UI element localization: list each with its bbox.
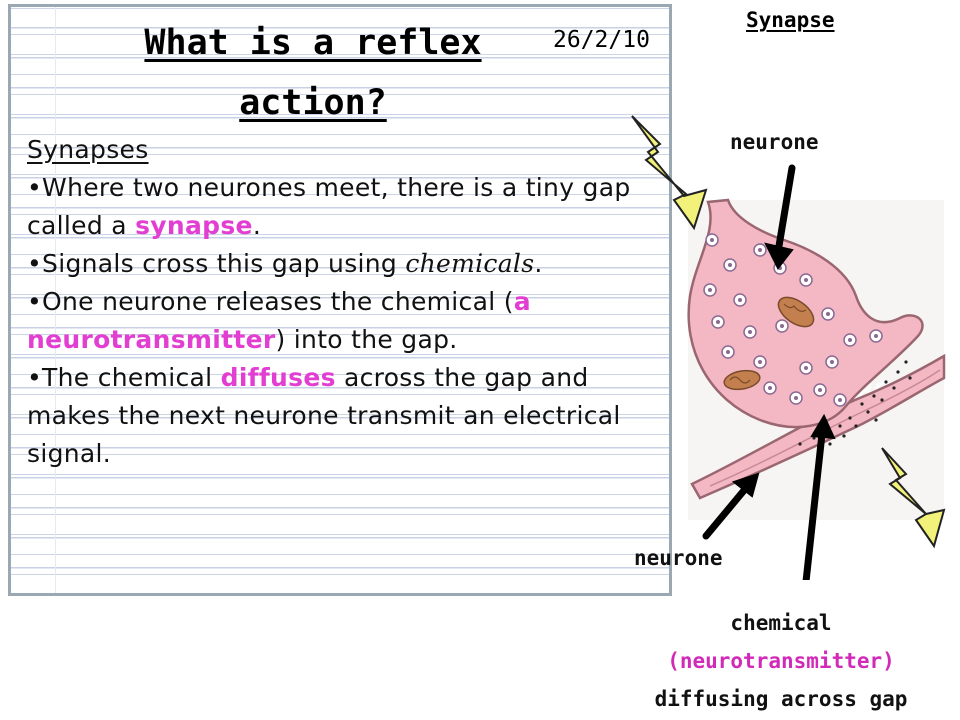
bullet-text: across the gap and makes the next neuron… <box>27 363 621 468</box>
bullet-synapse-definition: •Where two neurones meet, there is a tin… <box>27 169 667 245</box>
arrows <box>702 164 836 580</box>
bullet-text: . <box>534 249 543 278</box>
label-bottom-neurone: neurone <box>634 546 723 570</box>
highlight-synapse: synapse <box>135 211 253 240</box>
italic-chemicals: chemicals <box>405 249 535 278</box>
page-title: What is a reflex action? <box>144 23 482 123</box>
bullet-text: ) into the gap. <box>275 325 458 354</box>
caption-line-chemical: chemical <box>730 611 832 635</box>
neurotransmitter-dots <box>798 360 912 446</box>
mitochondrion-cristae <box>729 376 751 384</box>
date-label: 26/2/10 <box>553 27 650 53</box>
arrow-icon <box>731 472 760 498</box>
highlight-neurotransmitter: a neurotransmitter <box>27 287 531 354</box>
content-body: Synapses •Where two neurones meet, there… <box>27 131 667 473</box>
vesicles <box>703 233 883 407</box>
lightning-bolt-icon <box>631 115 708 231</box>
synapse-diagram: FOTOSEARCH <box>631 115 946 580</box>
arrow-icon <box>802 430 826 580</box>
bullet-signals-chemicals: •Signals cross this gap using chemicals. <box>27 245 667 283</box>
arrow-icon <box>810 413 836 440</box>
mitochondrion <box>777 296 815 328</box>
bullet-neurotransmitter-release: •One neurone releases the chemical (a ne… <box>27 283 667 359</box>
mitochondrion <box>723 369 761 391</box>
bullet-text: •Signals cross this gap using <box>27 249 406 278</box>
bullet-text: •The chemical <box>27 363 221 392</box>
highlight-diffuses: diffuses <box>220 363 336 392</box>
margin-line <box>55 7 56 593</box>
lightning-bolt-icon <box>881 447 946 549</box>
bullet-diffusion: •The chemical diffuses across the gap an… <box>27 359 667 473</box>
caption-line-diffusing: diffusing across gap <box>654 687 908 711</box>
bullet-text: •One neurone releases the chemical ( <box>27 287 514 316</box>
arrow-icon <box>702 484 750 540</box>
arrow-icon <box>764 242 794 270</box>
section-heading: Synapses <box>27 135 149 164</box>
membrane-inner-line <box>709 369 941 487</box>
vesicle-cores <box>708 238 878 402</box>
diagram-title: Synapse <box>746 8 835 32</box>
bullet-text: •Where two neurones meet, there is a tin… <box>27 173 631 240</box>
notebook-panel: What is a reflex action? 26/2/10 Synapse… <box>8 4 672 596</box>
bullet-text: . <box>252 211 262 240</box>
arrow-icon <box>774 164 796 256</box>
label-top-neurone: neurone <box>730 130 819 154</box>
ruled-lines <box>11 7 669 593</box>
diagram-caption: chemical (neurotransmitter) diffusing ac… <box>616 604 946 718</box>
caption-line-neurotransmitter: (neurotransmitter) <box>667 649 895 673</box>
mitochondrion-cristae <box>783 303 807 312</box>
